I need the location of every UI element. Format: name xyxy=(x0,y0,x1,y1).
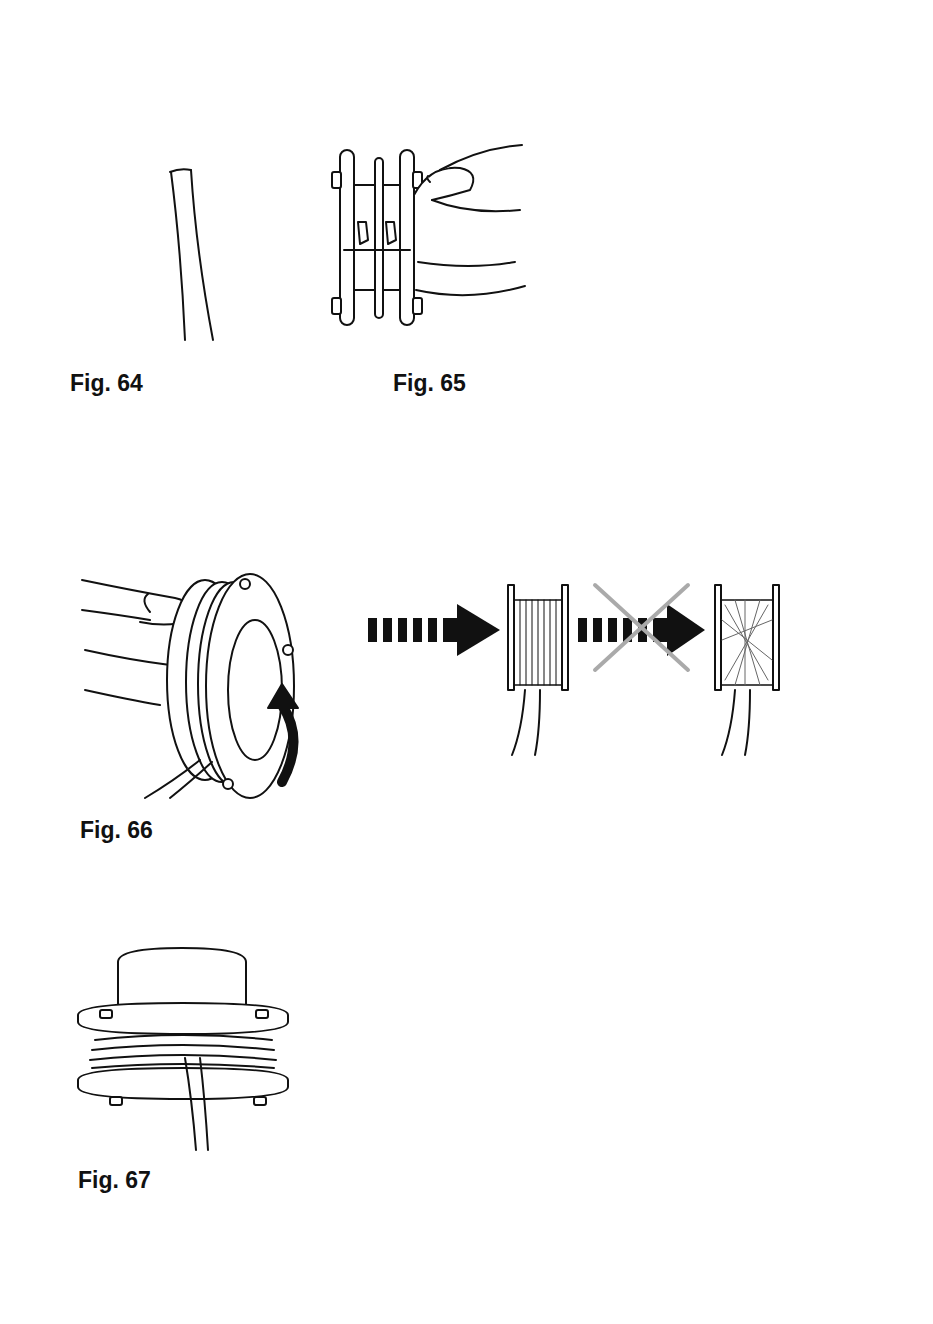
figure-label: Fig. 66 xyxy=(80,819,153,842)
trimmer-line xyxy=(170,169,213,340)
crossed-direction-arrow xyxy=(578,585,705,670)
incorrect-winding xyxy=(715,585,779,755)
correct-winding xyxy=(508,585,568,755)
winding-spool xyxy=(82,574,294,798)
wound-spool xyxy=(78,948,288,1150)
spool-in-hand xyxy=(332,145,525,325)
direction-arrow xyxy=(368,604,500,656)
figure-label: Fig. 64 xyxy=(70,372,143,395)
figure-label: Fig. 65 xyxy=(393,372,466,395)
rotation-arrow xyxy=(268,684,298,782)
figure-label: Fig. 67 xyxy=(78,1169,151,1192)
